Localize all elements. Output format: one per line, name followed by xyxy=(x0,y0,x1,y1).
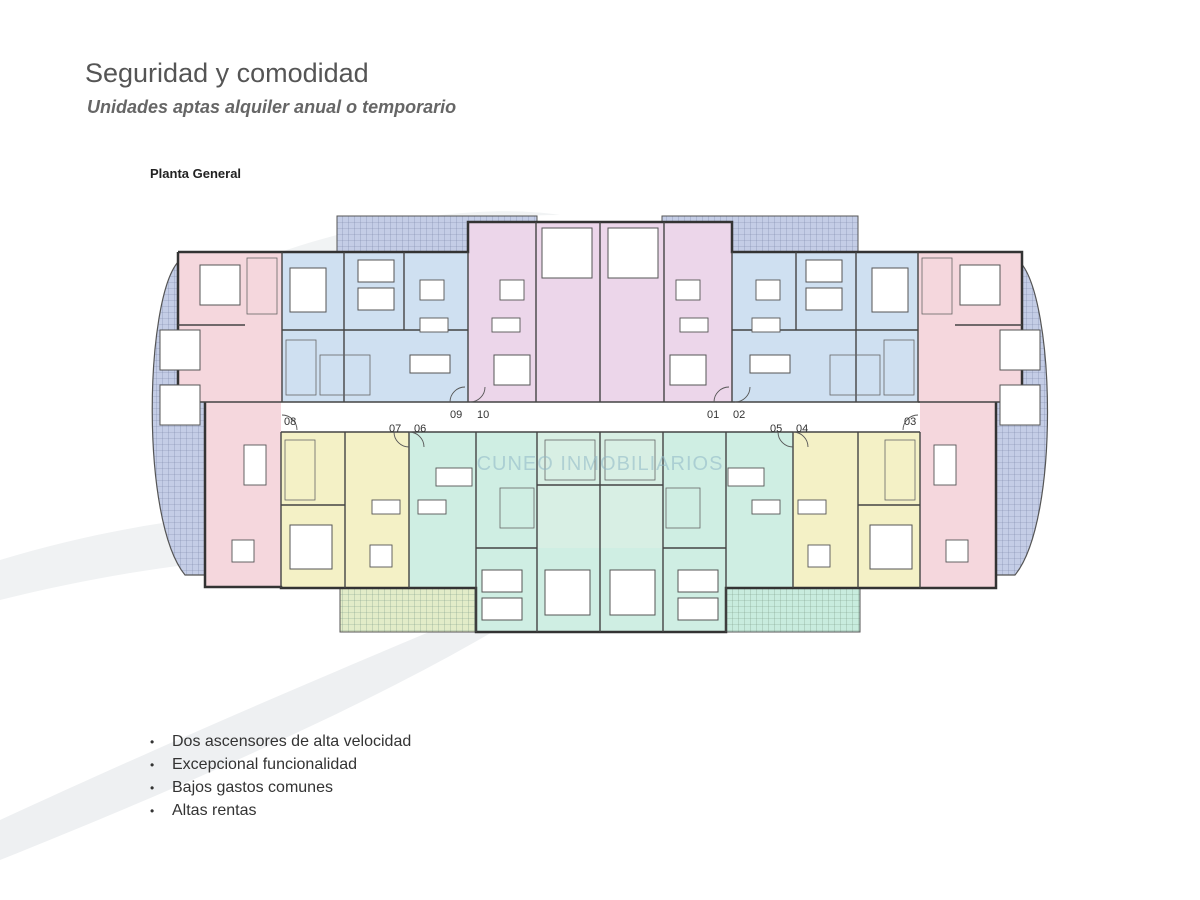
unit-label-01: 01 xyxy=(707,409,719,421)
feature-text: Bajos gastos comunes xyxy=(172,779,333,796)
page-title: Seguridad y comodidad xyxy=(85,58,369,88)
feature-text: Excepcional funcionalidad xyxy=(172,756,358,773)
unit-label-03: 03 xyxy=(904,416,916,428)
feature-item: • Bajos gastos comunes xyxy=(150,776,411,799)
corridor xyxy=(282,402,920,432)
unit-label-09: 09 xyxy=(450,409,462,421)
watermark: CUNEO INMOBILIARIOS xyxy=(477,453,724,475)
unit-label-08: 08 xyxy=(284,416,296,428)
bullet-icon: • xyxy=(150,735,155,749)
unit-label-10: 10 xyxy=(477,409,489,421)
bullet-icon: • xyxy=(150,758,155,772)
feature-item: • Excepcional funcionalidad xyxy=(150,753,411,776)
feature-item: • Dos ascensores de alta velocidad xyxy=(150,730,411,753)
unit-label-02: 02 xyxy=(733,409,745,421)
bullet-icon: • xyxy=(150,804,155,818)
plan-label: Planta General xyxy=(150,166,242,181)
unit-label-05: 05 xyxy=(770,423,782,435)
bullet-icon: • xyxy=(150,781,155,795)
feature-list: • Dos ascensores de alta velocidad • Excep… xyxy=(150,730,411,822)
feature-text: Altas rentas xyxy=(172,802,257,819)
unit-label-07: 07 xyxy=(389,423,401,435)
page-subtitle: Unidades aptas alquiler anual o temporar… xyxy=(87,97,457,117)
unit-label-06: 06 xyxy=(414,423,426,435)
feature-item: • Altas rentas xyxy=(150,799,411,822)
feature-text: Dos ascensores de alta velocidad xyxy=(172,733,412,750)
unit-label-04: 04 xyxy=(796,423,808,435)
